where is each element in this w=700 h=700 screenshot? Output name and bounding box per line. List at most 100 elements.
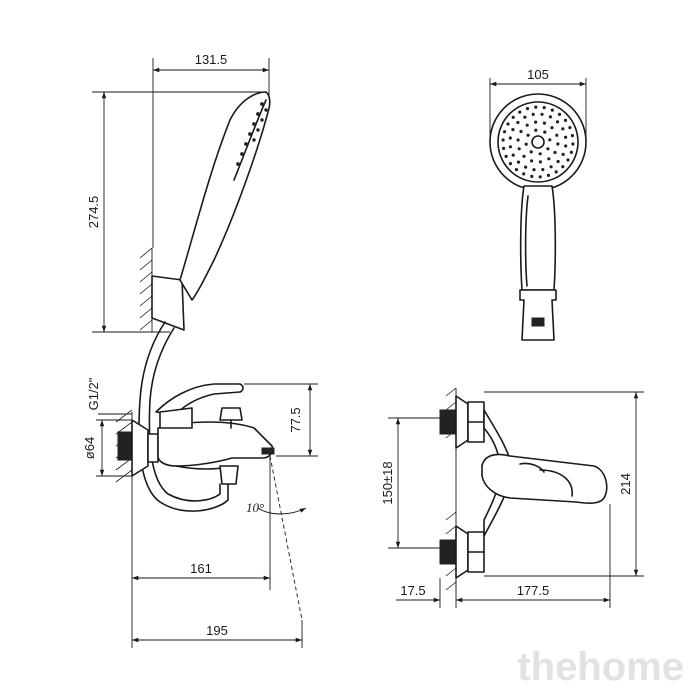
shower-head-front-view: 105 [489,67,587,341]
dim-diameter-64: ø64 [82,437,97,459]
nozzle-dot [553,150,557,155]
nozzle-dot [516,120,520,125]
nozzle-dot [540,112,544,116]
nozzle-dot [555,120,560,124]
nozzle-dot [550,126,554,130]
nozzle-dot [508,136,512,140]
nozzle-dot [517,147,521,151]
nozzle-dot [511,128,515,132]
spray-nozzles [501,105,575,179]
nozzle-dot [538,175,542,179]
nozzle-dot [531,112,535,116]
dim-214: 214 [618,473,633,495]
nozzle-dot [518,110,522,114]
dim-angle: 10° [246,500,264,515]
mixer-body [157,421,274,467]
nozzle-dot [519,129,523,134]
nozzle-dot [534,120,538,124]
nozzle-dot [501,138,505,142]
escutcheon [131,419,149,477]
nozzle-dot [542,106,546,110]
nozzle-dot [504,154,508,158]
dim-195: 195 [206,623,228,638]
nozzle-dot [547,157,551,161]
dim-150-18: 150±18 [380,461,395,504]
nozzle-dot [542,121,547,125]
nozzle-dot [556,142,560,146]
nozzle-dot [568,126,572,130]
nozzle-dot [534,128,538,132]
nozzle-dot [564,135,568,139]
nozzle-dot [549,165,553,169]
nozzle-dot [546,147,550,151]
wall-fitting [117,431,133,461]
nozzle-dot [526,133,530,137]
dim-17-5: 17.5 [400,583,425,598]
nozzle-dot [503,130,507,134]
nozzle-dot [523,115,527,119]
nozzle-dot [508,145,512,149]
nozzle-dot [564,144,568,148]
nozzle-dot [522,154,526,158]
nozzle-dot [541,168,545,172]
handset-side-view [138,91,271,512]
nozzle-dot [566,158,570,162]
dim-131-5: 131.5 [195,52,228,67]
dim-thread: G1/2" [86,377,101,410]
watermark-logo: thehome [517,645,684,689]
nozzle-dot [508,162,513,166]
nozzle-dot [561,152,565,156]
lever-handle [155,383,244,415]
nozzle-dot [530,159,534,163]
nozzle-dot [511,153,515,157]
dim-274-5: 274.5 [86,196,101,229]
lever-front [481,453,608,504]
nozzle-dot [538,152,542,156]
nozzle-dot [525,107,530,111]
nozzle-dot [561,165,565,169]
handle-base [519,289,557,341]
dim-161: 161 [190,561,212,576]
nozzle-dot [538,160,543,164]
nozzle-dot [530,174,534,178]
nozzle-dot [525,123,529,127]
nozzle-dot [546,173,551,177]
side-dimensions: 131.5 274.5 G1/2" ø64 77.5 10° 161 195 [82,52,318,648]
nozzle-dot [514,168,519,172]
nozzle-dot [571,142,575,146]
holder-bracket [151,275,185,331]
nozzle-dot [548,138,552,142]
nozzle-dot [524,165,528,169]
mixer-front-view: 150±18 214 17.5 177.5 [380,387,644,608]
nozzle-dot [532,168,536,172]
nozzle-dot [516,138,520,142]
spray-face-dots [236,102,268,166]
shower-head-outer [489,93,587,191]
nozzle-dot [548,115,553,119]
nozzle-dot [569,150,574,154]
nozzle-dot [506,122,510,126]
dim-77-5: 77.5 [288,407,303,432]
lever-base [159,407,193,429]
diverter-knob [219,407,243,421]
dim-177-5: 177.5 [517,583,550,598]
nozzle-dot [529,150,533,154]
nozzle-dot [556,159,560,164]
nozzle-dot [502,146,506,150]
mixer-side-view [115,383,275,485]
nozzle-dot [554,170,558,174]
nozzle-dot [534,105,538,109]
nozzle-dot [550,108,554,112]
dim-105: 105 [527,67,549,82]
connector-nut [147,433,159,463]
nozzle-dot [557,112,562,116]
nozzle-dot [561,127,565,131]
nozzle-dot [522,172,526,176]
nozzle-dot [543,130,547,134]
nozzle-dot [570,134,575,138]
nozzle-dot [511,115,515,119]
nozzle-dot [516,160,521,164]
wall-hatch-holder [139,247,153,332]
nozzle-dot [524,142,528,146]
